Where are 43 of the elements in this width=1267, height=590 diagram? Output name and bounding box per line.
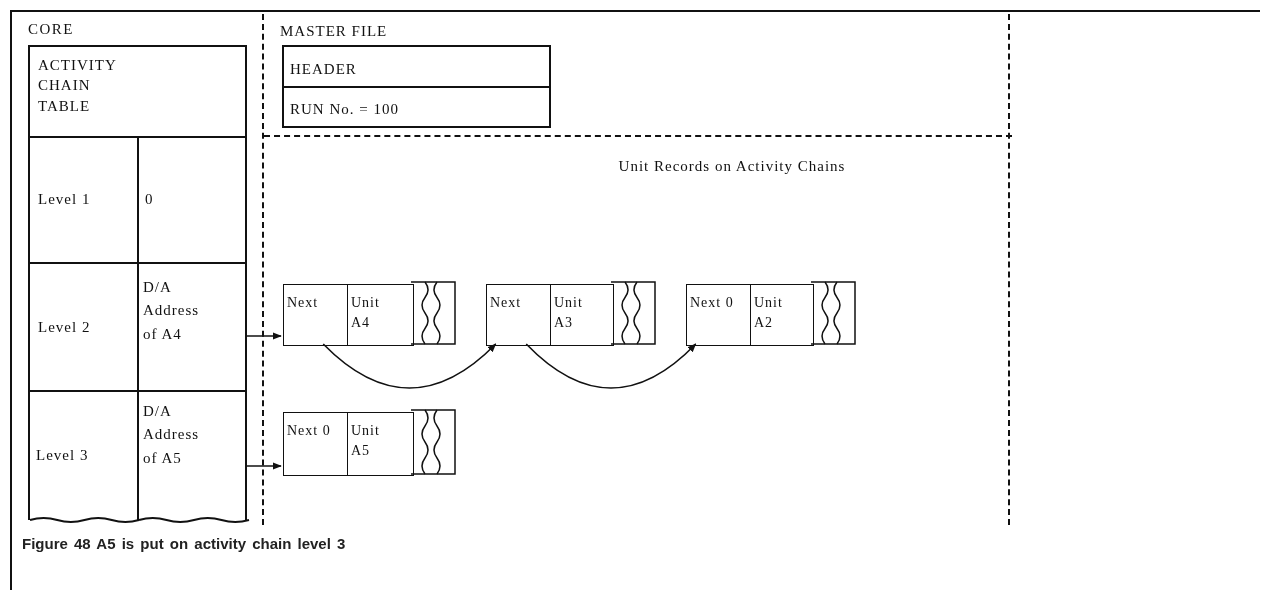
unit-cell [550, 284, 614, 346]
level-cell [28, 390, 137, 520]
run-number-field [282, 86, 551, 128]
region-heading: MASTER FILE [280, 22, 389, 40]
cell-text: D/A Address of A5 [143, 402, 201, 468]
cell-text: Next [490, 294, 523, 312]
next-pointer-cell [486, 284, 551, 346]
next-pointer-cell [686, 284, 751, 346]
cell-text: RUN No. = 100 [290, 100, 400, 118]
unit-cell [750, 284, 814, 346]
unit-cell [347, 284, 414, 346]
cell-text: Unit A3 [554, 294, 584, 333]
cell-text: 0 [145, 190, 155, 208]
pointer-arrow [246, 462, 282, 470]
cell-text: HEADER [290, 60, 358, 78]
pointer-arrow [322, 343, 497, 389]
address-cell [137, 136, 247, 262]
figure-caption: Figure 48 A5 is put on activity chain level 3 [22, 535, 346, 552]
cell-text: Unit A5 [351, 422, 381, 461]
next-pointer-cell [283, 284, 348, 346]
cell-text: Level 1 [38, 190, 92, 208]
cell-text: Next 0 [287, 422, 332, 440]
pointer-arrow [525, 343, 697, 389]
cell-text: Next [287, 294, 320, 312]
level-cell [28, 136, 137, 262]
address-cell [137, 390, 247, 520]
cell-text: Level 2 [38, 318, 92, 336]
header-field [282, 45, 551, 88]
region-heading: Unit Records on Activity Chains [617, 157, 847, 176]
cell-text: Level 3 [36, 446, 90, 464]
cell-text: Unit A2 [754, 294, 784, 333]
pointer-arrow [246, 332, 282, 340]
address-cell [137, 262, 247, 390]
next-pointer-cell [283, 412, 348, 476]
level-cell [28, 262, 137, 390]
cell-text: Next 0 [690, 294, 735, 312]
cell-text: Unit A4 [351, 294, 381, 333]
section-label: CORE [28, 22, 74, 37]
unit-cell [347, 412, 414, 476]
table-header-cell [28, 45, 247, 136]
master-file-region [262, 14, 1010, 525]
cell-text: D/A Address of A4 [143, 278, 201, 344]
cell-text: ACTIVITY CHAIN TABLE [38, 56, 118, 116]
